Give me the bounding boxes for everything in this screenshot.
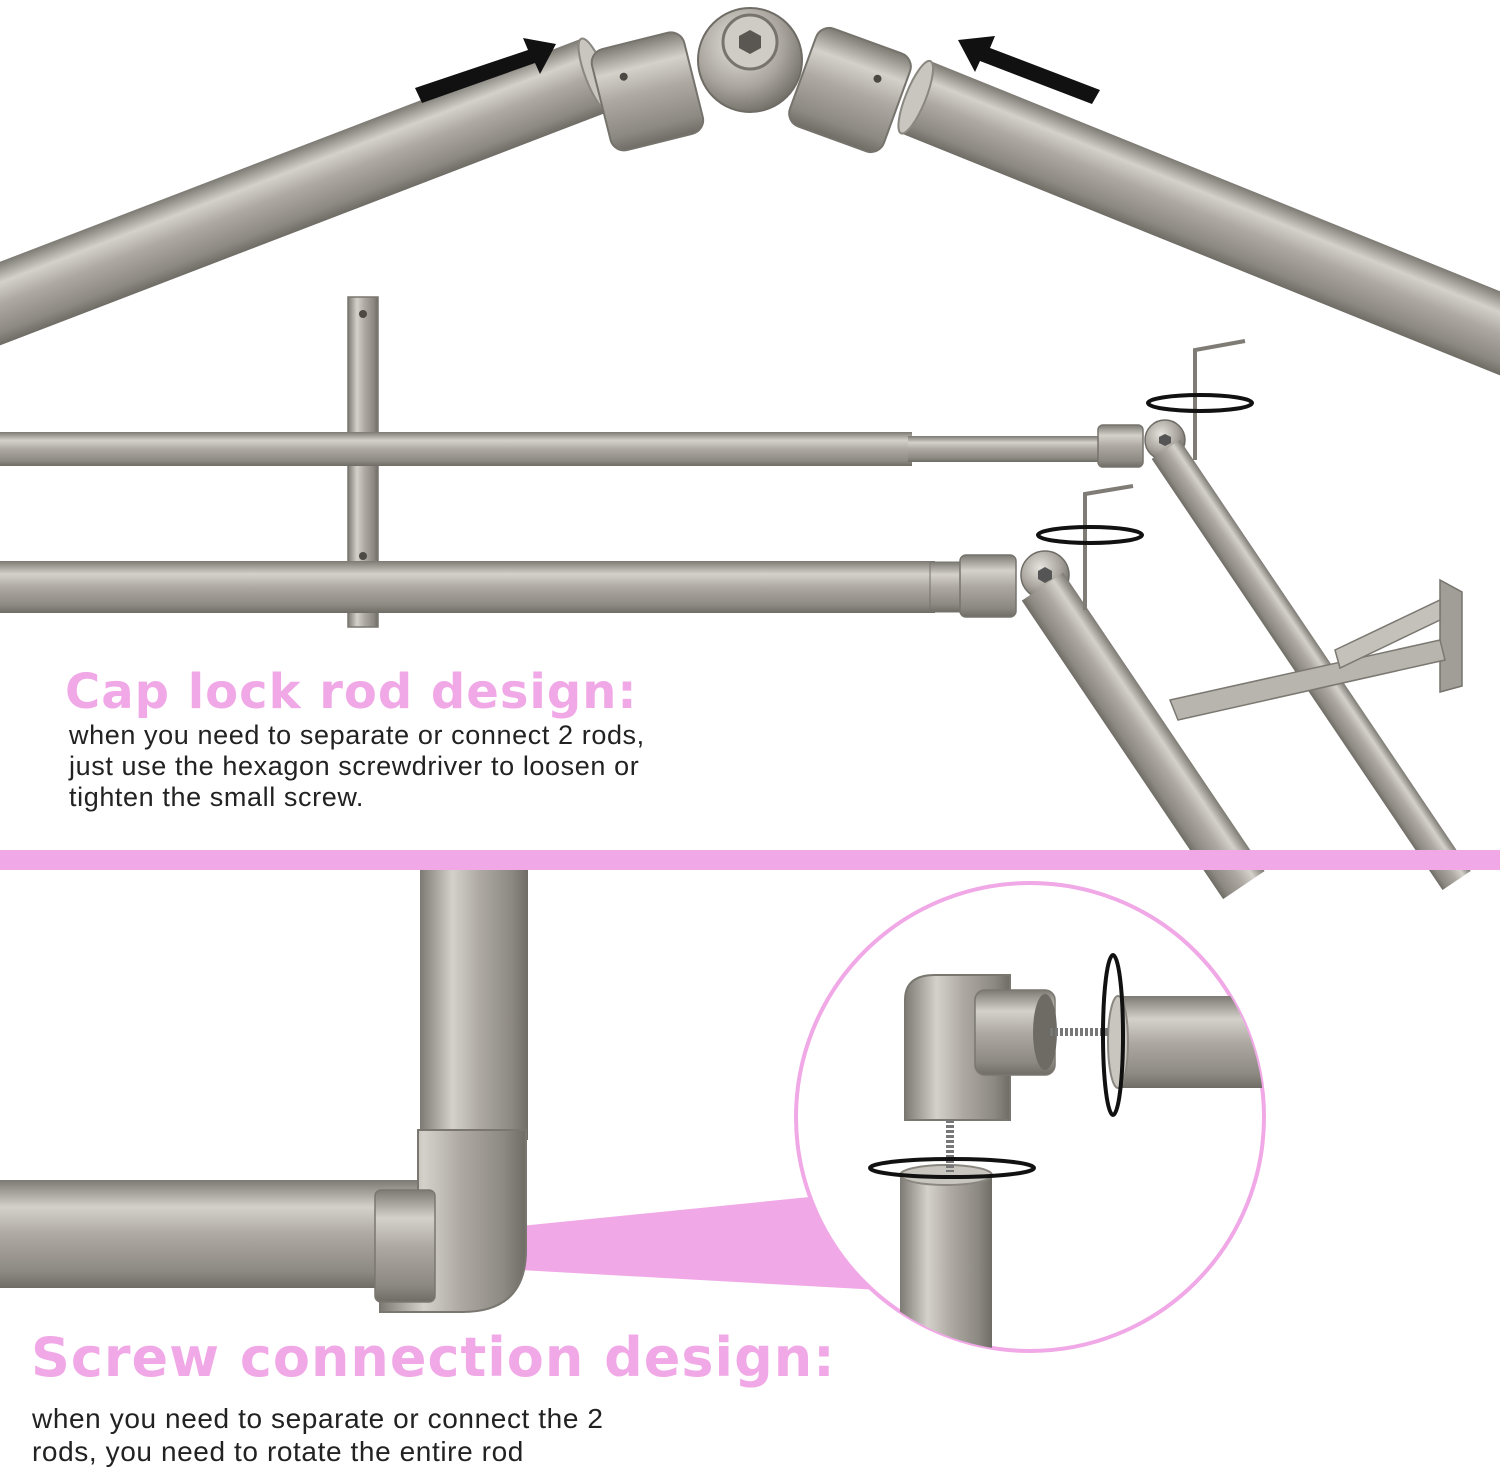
swivel-ball-joint — [697, 7, 803, 113]
hex-key-lower — [1036, 484, 1144, 610]
top-joint-assembly — [0, 7, 1500, 396]
horizontal-rod — [0, 1180, 420, 1288]
cap-lock-description-line: tighten the small screw. — [69, 782, 365, 812]
double-rod-assembly — [0, 296, 1471, 900]
left-angled-rod — [0, 37, 614, 356]
screw-connection-description: when you need to separate or connect the… — [32, 1402, 604, 1468]
rotate-arrow-icon — [868, 1157, 1036, 1179]
vertical-rod — [420, 870, 528, 1140]
screw-connection-description-line: when you need to separate or connect the… — [32, 1403, 604, 1434]
section-divider — [0, 850, 1500, 870]
lower-rod — [0, 550, 1070, 618]
lower-angled-rod — [1021, 572, 1265, 900]
rotate-arrow-icon — [1146, 393, 1254, 413]
hex-socket-icon — [739, 30, 761, 54]
zoom-detail-circle — [794, 881, 1266, 1353]
cap-lock-description-line: just use the hexagon screwdriver to loos… — [69, 751, 640, 781]
right-angled-rod — [897, 59, 1500, 396]
cap-lock-title: Cap lock rod design: — [65, 664, 638, 720]
cap-lock-description-line: when you need to separate or connect 2 r… — [69, 720, 645, 750]
right-end-cap — [788, 26, 912, 154]
wall-bracket-right — [1168, 578, 1463, 721]
push-arrow-left — [415, 38, 556, 103]
rotate-arrow-icon — [1101, 953, 1125, 1117]
elbow-joint-assembly — [0, 870, 880, 1313]
cap-lock-description: when you need to separate or connect 2 r… — [69, 720, 645, 813]
screw-connection-description-line: rods, you need to rotate the entire rod — [32, 1436, 524, 1467]
upper-rod — [0, 419, 1186, 468]
hex-key-upper — [1146, 339, 1254, 460]
upper-angled-rod — [1151, 439, 1471, 891]
push-arrow-right — [958, 36, 1100, 104]
rotate-arrow-icon — [1036, 525, 1144, 545]
left-end-cap — [590, 31, 705, 152]
zoom-callout-wedge — [480, 1190, 880, 1290]
screw-connection-title: Screw connection design: — [31, 1326, 836, 1389]
